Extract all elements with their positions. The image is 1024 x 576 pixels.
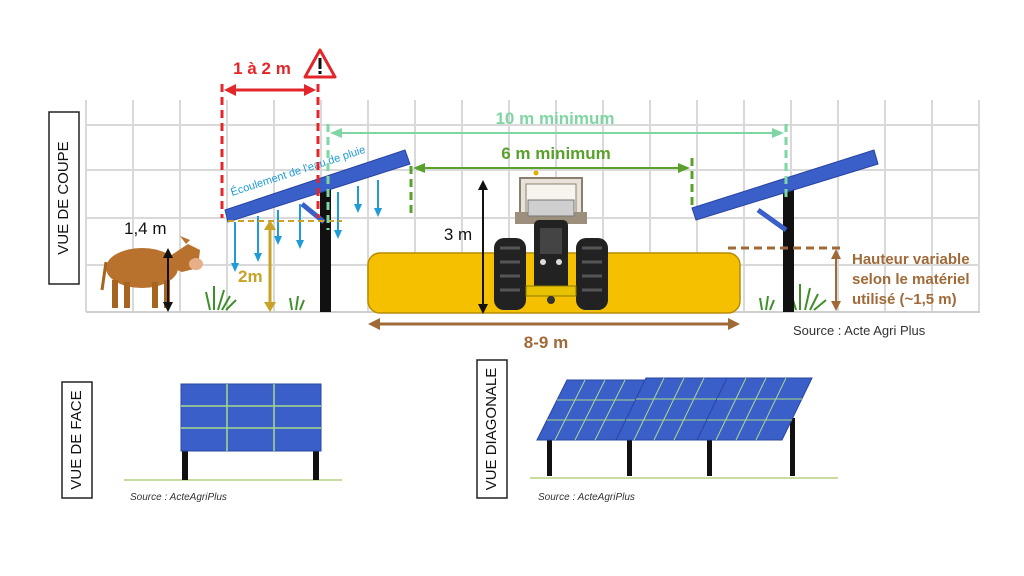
diagonale-source: Source : ActeAgriPlus <box>538 492 635 503</box>
tractor-height-label: 3 m <box>444 225 472 244</box>
width-min-label: 10 m minimum <box>495 109 614 128</box>
inner-min-dimension <box>409 158 694 214</box>
tractor <box>494 170 608 310</box>
variable-height-line-1: Hauteur variable <box>852 251 970 268</box>
front-solar-panel <box>180 383 322 452</box>
view-label-diagonale-text: VUE DIAGONALE <box>483 368 500 491</box>
left-solar-panel <box>224 149 411 312</box>
diagonal-legs <box>547 418 795 476</box>
right-solar-panel <box>691 149 879 312</box>
width-min-dimension <box>326 124 788 230</box>
diagonal-panel-3 <box>696 377 813 441</box>
variable-height-dimension <box>831 249 841 311</box>
warning-distance-dimension <box>220 84 320 218</box>
rain-arrows <box>231 180 382 272</box>
track-width-dimension <box>368 318 740 330</box>
view-label-face-text: VUE DE FACE <box>68 390 85 489</box>
tractor-height-dimension <box>478 180 488 314</box>
view-label-coupe: VUE DE COUPE <box>48 111 80 285</box>
variable-height-line-3: utilisé (~1,5 m) <box>852 291 957 308</box>
view-label-coupe-text: VUE DE COUPE <box>55 141 72 254</box>
view-label-diagonale: VUE DIAGONALE <box>476 359 508 499</box>
cross-section-view: VUE DE COUPE 8-9 m <box>48 48 980 352</box>
inner-min-label: 6 m minimum <box>501 144 611 163</box>
cow <box>100 236 203 308</box>
face-source: Source : ActeAgriPlus <box>130 492 227 503</box>
front-view: VUE DE FACE Source : ActeAgriPlus <box>61 381 342 503</box>
track-width-label: 8-9 m <box>524 333 568 352</box>
coupe-source: Source : Acte Agri Plus <box>793 323 926 338</box>
front-leg-left <box>182 450 188 480</box>
variable-height-line-2: selon le matériel <box>852 271 970 288</box>
warning-distance-label: 1 à 2 m <box>233 59 291 78</box>
panel-height-label: 2m <box>238 267 263 286</box>
warning-icon <box>303 48 337 79</box>
diagonal-panel-1 <box>536 379 651 441</box>
panel-height-dimension <box>264 220 276 312</box>
diagonal-panel-2 <box>615 377 730 441</box>
cow-height-label: 1,4 m <box>124 219 167 238</box>
front-leg-right <box>313 450 319 480</box>
view-label-face: VUE DE FACE <box>61 381 93 499</box>
cow-height-dimension <box>163 248 173 312</box>
diagonal-view: VUE DIAGONALE <box>476 359 838 503</box>
